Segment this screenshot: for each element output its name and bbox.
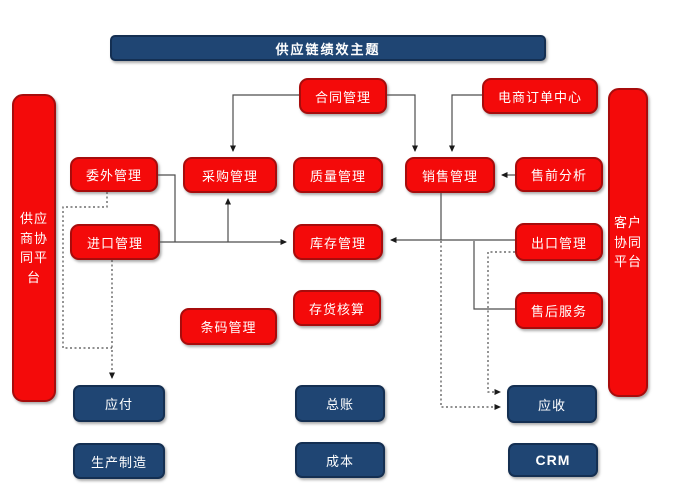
supplier-collaboration-platform: 供应 商协 同平 台 xyxy=(12,94,56,402)
node-manufacturing: 生产制造 xyxy=(73,443,165,479)
node-contract-management: 合同管理 xyxy=(299,78,387,114)
node-cost: 成本 xyxy=(295,442,385,478)
supplier-platform-label-line: 供应 xyxy=(19,211,48,226)
node-import-management: 进口管理 xyxy=(70,224,160,260)
customer-platform-label-line: 客户 xyxy=(613,215,642,231)
node-sales-management: 销售管理 xyxy=(405,157,495,193)
customer-platform-label-line: 平台 xyxy=(613,254,642,270)
supplier-platform-label-line: 同平 xyxy=(19,250,48,265)
node-outsourcing-management: 委外管理 xyxy=(70,157,158,192)
node-quality-management: 质量管理 xyxy=(293,157,383,193)
node-crm: CRM xyxy=(508,443,598,477)
diagram-title: 供应链绩效主题 xyxy=(110,35,546,61)
node-general-ledger: 总账 xyxy=(295,385,385,422)
connector-contract-to-purchasing xyxy=(230,94,299,152)
supplier-platform-label-line: 商协 xyxy=(19,230,48,246)
node-inventory-management: 库存管理 xyxy=(293,224,383,260)
connector-outsourcing-to-trunk xyxy=(158,174,176,242)
connector-sales-to-receivable xyxy=(440,241,501,410)
node-aftersales-service: 售后服务 xyxy=(515,292,603,329)
connector-outsourcing-to-payable xyxy=(62,192,112,349)
connector-ecommerce-to-sales xyxy=(449,94,482,152)
node-inventory-accounting: 存货核算 xyxy=(293,290,381,326)
node-export-management: 出口管理 xyxy=(515,223,603,261)
connector-contract-to-sales xyxy=(387,94,418,152)
customer-platform-label-line: 协同 xyxy=(613,234,642,250)
node-barcode-management: 条码管理 xyxy=(180,308,277,345)
node-purchasing-management: 采购管理 xyxy=(183,157,277,193)
node-ecommerce-order-center: 电商订单中心 xyxy=(482,78,598,114)
connector-export-to-receivable xyxy=(487,251,515,395)
node-presales-analysis: 售前分析 xyxy=(515,157,603,192)
supplier-platform-label-line: 台 xyxy=(26,269,41,285)
node-accounts-payable: 应付 xyxy=(73,385,165,422)
connector-aftersales-to-trunk xyxy=(473,241,515,310)
customer-collaboration-platform: 客户 协同 平台 xyxy=(608,88,648,397)
node-accounts-receivable: 应收 xyxy=(507,385,597,423)
